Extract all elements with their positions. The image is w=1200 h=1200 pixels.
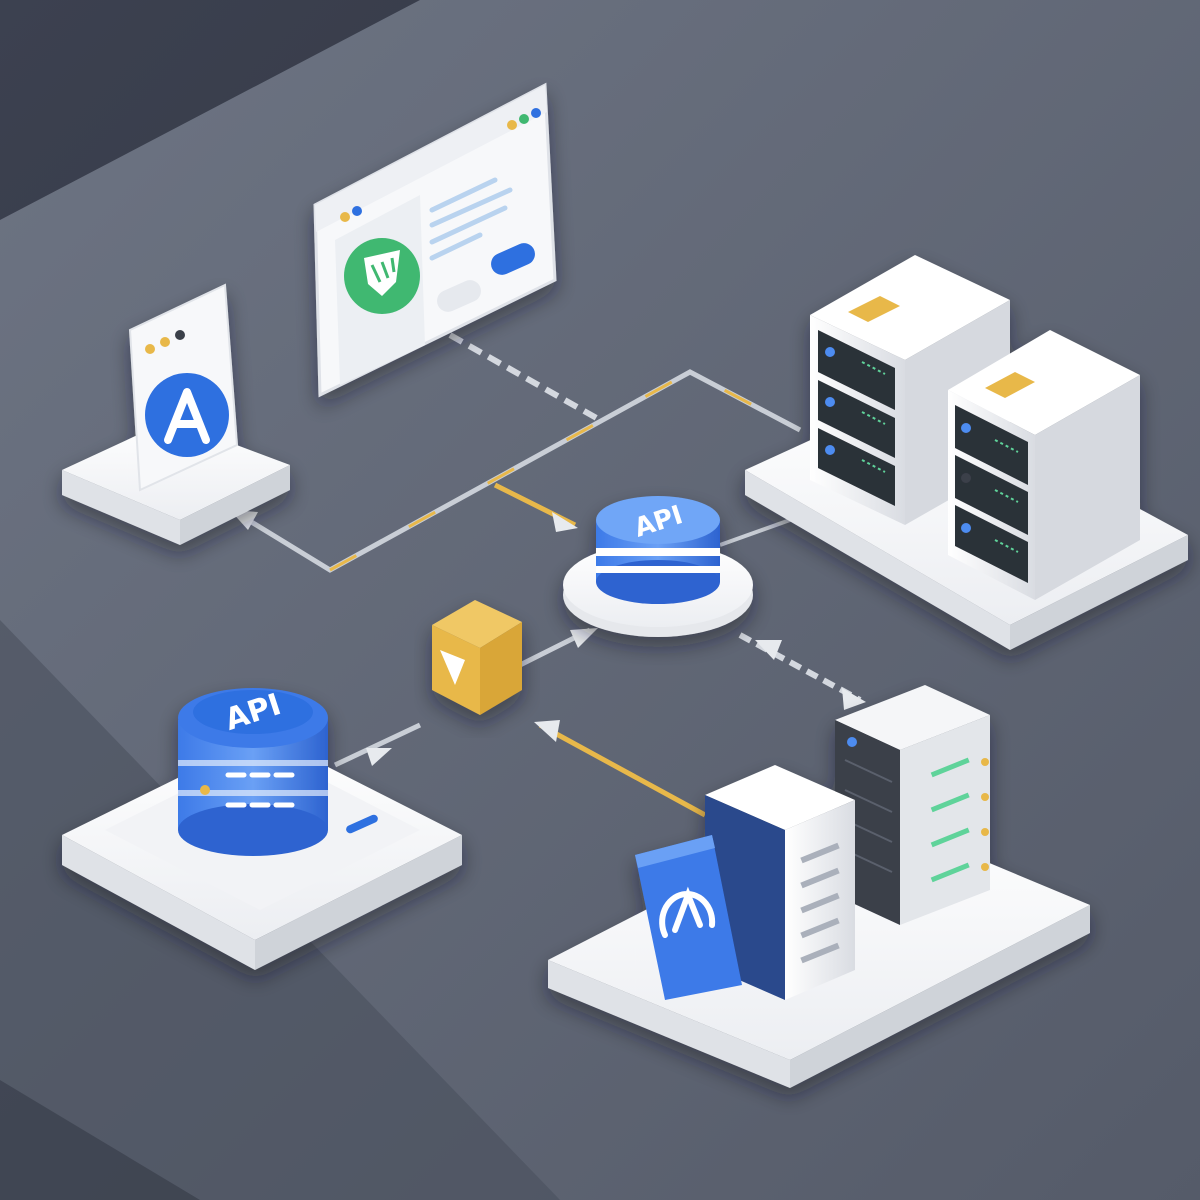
api-gateway-node: API bbox=[563, 496, 753, 637]
connector-cluster-to-package bbox=[538, 722, 707, 818]
arrow-rack-to-gateway bbox=[755, 640, 782, 660]
web-app-secondary-button bbox=[437, 280, 481, 312]
letter-a-outline-icon bbox=[659, 886, 716, 938]
web-app-node bbox=[313, 82, 557, 398]
server-b-tag bbox=[985, 372, 1035, 398]
package-node bbox=[432, 600, 522, 715]
connector-db-to-package bbox=[333, 722, 422, 768]
compute-cluster-node bbox=[548, 685, 1090, 1088]
web-app-primary-button bbox=[491, 243, 535, 275]
arrow-cluster-to-package bbox=[534, 720, 560, 742]
arrow-to-gateway bbox=[552, 512, 578, 532]
arrow-db-to-package bbox=[366, 748, 392, 766]
letter-a-app-icon bbox=[145, 373, 229, 457]
connector-gateway-to-rack bbox=[738, 632, 862, 703]
server-cluster-node bbox=[745, 255, 1188, 650]
shield-box-icon bbox=[440, 650, 465, 685]
arrow-gateway-to-rack bbox=[842, 688, 866, 710]
arrow-package-to-gateway bbox=[570, 628, 598, 648]
tablet-app bbox=[635, 835, 742, 1000]
database-node: API bbox=[62, 687, 462, 970]
gateway-top bbox=[596, 496, 720, 544]
connector-web-to-hub bbox=[448, 332, 602, 423]
server-a-tag bbox=[848, 296, 900, 322]
database-status-bar bbox=[346, 814, 378, 834]
tall-rack bbox=[900, 715, 990, 925]
mobile-app-node bbox=[62, 283, 290, 545]
connector-gateway-to-servers bbox=[719, 518, 791, 547]
web-app-titlebar bbox=[315, 85, 547, 232]
